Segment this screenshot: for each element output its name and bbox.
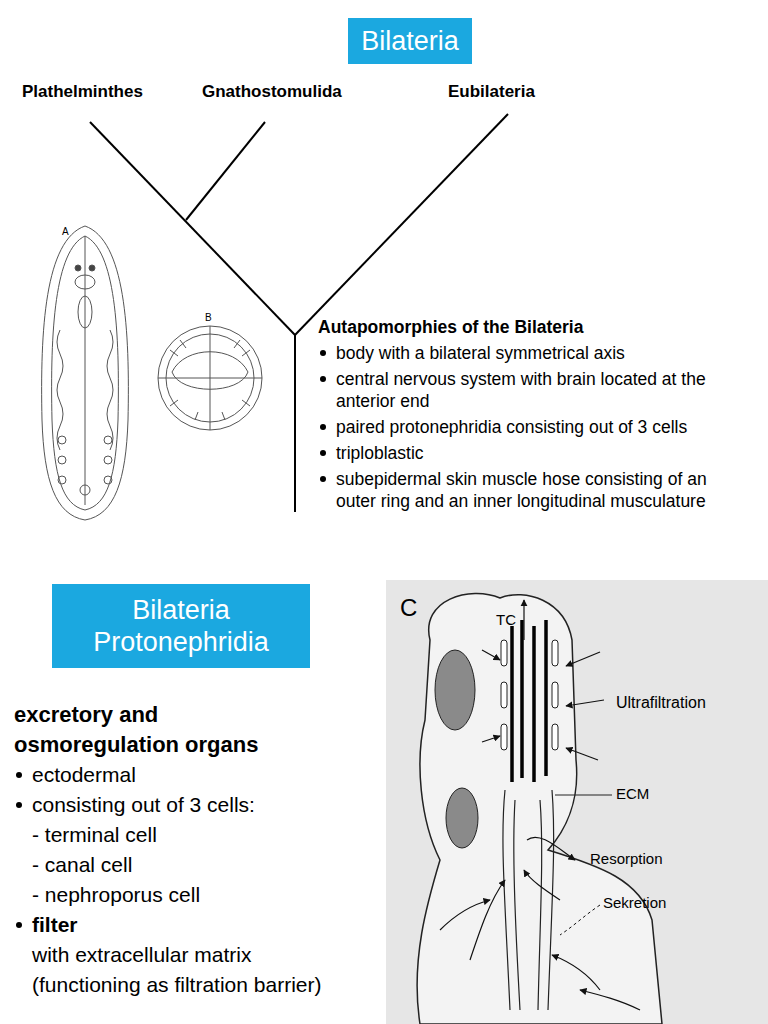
bullet-dot bbox=[320, 476, 326, 482]
list-item: consisting out of 3 cells: bbox=[14, 790, 374, 820]
list-item: ectodermal bbox=[14, 760, 374, 790]
list-item-body: with extracellular matrix (functioning a… bbox=[14, 940, 362, 1000]
flatworm-drawing bbox=[42, 226, 129, 520]
figure-letter: A bbox=[62, 226, 69, 237]
bullet-dot bbox=[320, 450, 326, 456]
bullet-dot bbox=[16, 922, 22, 928]
figure-letter: B bbox=[205, 312, 212, 323]
list-item: triploblastic bbox=[318, 442, 748, 464]
list-item: body with a bilateral symmetrical axis bbox=[318, 342, 748, 364]
node-text-group: Bilateria bbox=[361, 25, 459, 57]
taxon-name: Plathelminthes bbox=[22, 82, 143, 102]
node-text: Bilateria Protonephridia bbox=[52, 594, 310, 659]
cross-section-drawing bbox=[158, 326, 262, 430]
sub-item: - nephroporus cell bbox=[14, 880, 374, 910]
part-label: Sekretion bbox=[603, 894, 666, 911]
list-item: paired protonephridia consisting out of … bbox=[318, 416, 748, 438]
node-text-group: Bilateria Protonephridia bbox=[52, 594, 310, 659]
taxon-name: Eubilateria bbox=[448, 82, 535, 102]
part-label: ECM bbox=[616, 785, 649, 802]
bullet-dot bbox=[16, 772, 22, 778]
sub-item: - terminal cell bbox=[14, 820, 374, 850]
taxon-name: Gnathostomulida bbox=[202, 82, 342, 102]
bullet-dot bbox=[320, 350, 326, 356]
list-item: subepidermal skin muscle hose consisting… bbox=[318, 468, 748, 512]
list-item: central nervous system with brain locate… bbox=[318, 368, 748, 412]
part-label: Resorption bbox=[590, 850, 663, 867]
bullet-dot bbox=[320, 376, 326, 382]
part-label: TC bbox=[496, 611, 516, 628]
part-label: Ultrafiltration bbox=[616, 694, 706, 712]
bullet-dot bbox=[16, 802, 22, 808]
phylogenetic-tree bbox=[90, 114, 508, 512]
heading-box: Bilateria bbox=[348, 18, 472, 64]
section-heading-box: Bilateria Protonephridia bbox=[52, 584, 310, 668]
figure-letter: C bbox=[400, 594, 417, 622]
list-heading: excretory and osmoregulation organs bbox=[14, 700, 304, 760]
list-heading: Autapomorphies of the Bilateria bbox=[318, 316, 748, 338]
node-text: Bilateria bbox=[361, 25, 459, 57]
sub-item: - canal cell bbox=[14, 850, 374, 880]
protonephridia-text: excretory and osmoregulation organsectod… bbox=[14, 700, 374, 1000]
list-item: filter bbox=[14, 910, 374, 940]
autapomorphy-list: Autapomorphies of the Bilateria body with… bbox=[318, 312, 748, 512]
bullet-dot bbox=[320, 424, 326, 430]
protonephridium-figure bbox=[386, 580, 768, 1024]
